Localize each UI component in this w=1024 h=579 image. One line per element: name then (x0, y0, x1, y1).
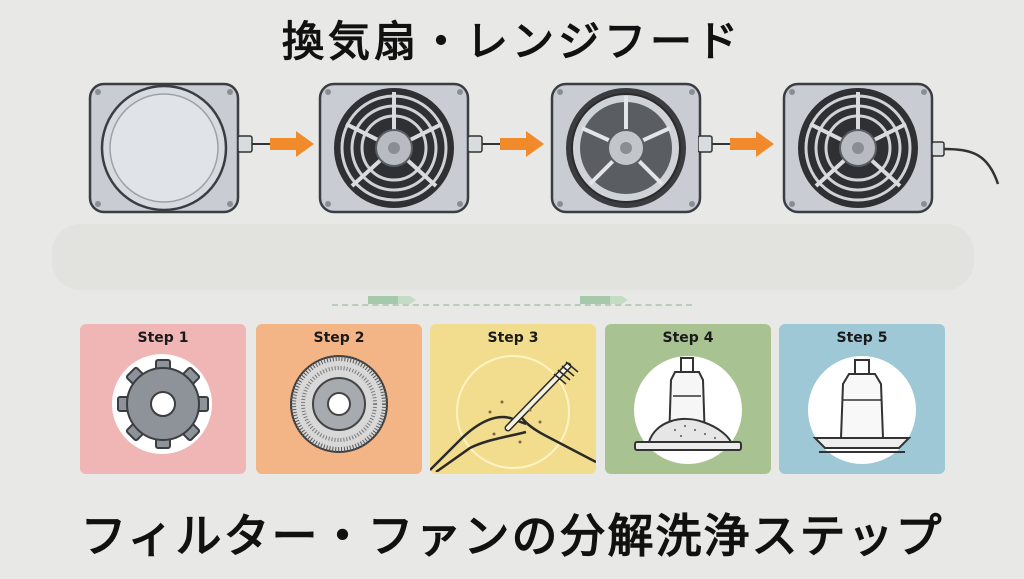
arrow-right-icon (468, 131, 544, 157)
fan-icon (318, 82, 470, 214)
step-card-1: Step 1 (80, 324, 246, 474)
detergent-bottle-icon (634, 356, 742, 464)
fan-sequence (0, 82, 1024, 217)
pill-icon (368, 296, 416, 304)
arrow-right-icon (238, 131, 314, 157)
gear-part-icon (112, 354, 212, 454)
footer-title: フィルター・ファンの分解洗浄ステップ (80, 509, 944, 563)
power-cord-icon (931, 141, 1000, 185)
step-cards: Step 1 Step 2 St (0, 324, 1024, 476)
pill-marker-right (580, 295, 628, 305)
pill-icon (580, 296, 628, 304)
page-title: 換気扇・レンジフード (281, 17, 742, 66)
unit-cover-closed (88, 82, 240, 214)
step-label: Step 1 (137, 330, 189, 346)
step-card-3: Step 3 (430, 324, 596, 474)
fan-with-cord-icon (782, 82, 934, 214)
unit-fan-exposed (318, 82, 470, 214)
pill-marker-left (368, 295, 416, 305)
hand-brush-icon (430, 355, 596, 472)
step-label: Step 3 (487, 330, 539, 346)
fan-icon (550, 82, 702, 214)
unit-fan-reassembled (782, 82, 934, 214)
bottle-tray-icon (808, 356, 916, 464)
step-card-2: Step 2 (256, 324, 422, 474)
dashed-divider (332, 304, 692, 306)
step-label: Step 4 (662, 330, 714, 346)
power-cord (931, 134, 1004, 244)
arrow-right-icon (698, 131, 774, 157)
step-label: Step 2 (313, 330, 365, 346)
step-label: Step 5 (836, 330, 888, 346)
round-brush-icon (290, 355, 388, 453)
arrow-connector-3 (698, 126, 778, 162)
unit-fan-inner (550, 82, 702, 214)
arrow-connector-1 (238, 126, 318, 162)
blank-band (52, 224, 974, 290)
arrow-connector-2 (468, 126, 548, 162)
closed-cover-icon (88, 82, 240, 214)
step-card-4: Step 4 (605, 324, 771, 474)
step-card-5: Step 5 (779, 324, 945, 474)
